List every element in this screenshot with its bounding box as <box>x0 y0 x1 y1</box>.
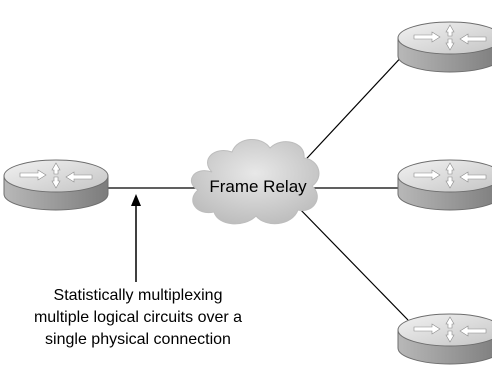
router-bottom-right <box>397 313 492 365</box>
annotation-line-1: Statistically multiplexing <box>54 287 223 304</box>
link-cloud-to-bottom-right <box>295 204 409 321</box>
router-left <box>3 159 109 211</box>
connection-lines <box>104 51 409 321</box>
annotation-text: Statistically multiplexing multiple logi… <box>34 287 242 348</box>
frame-relay-cloud: Frame Relay <box>191 139 320 225</box>
router-top-right <box>397 21 492 73</box>
annotation-arrow <box>131 194 141 282</box>
annotation-line-3: single physical connection <box>45 331 231 348</box>
link-cloud-to-top-right <box>295 51 407 171</box>
cloud-label: Frame Relay <box>209 177 307 196</box>
annotation-line-2: multiple logical circuits over a <box>34 309 242 326</box>
router-middle-right <box>397 159 492 211</box>
